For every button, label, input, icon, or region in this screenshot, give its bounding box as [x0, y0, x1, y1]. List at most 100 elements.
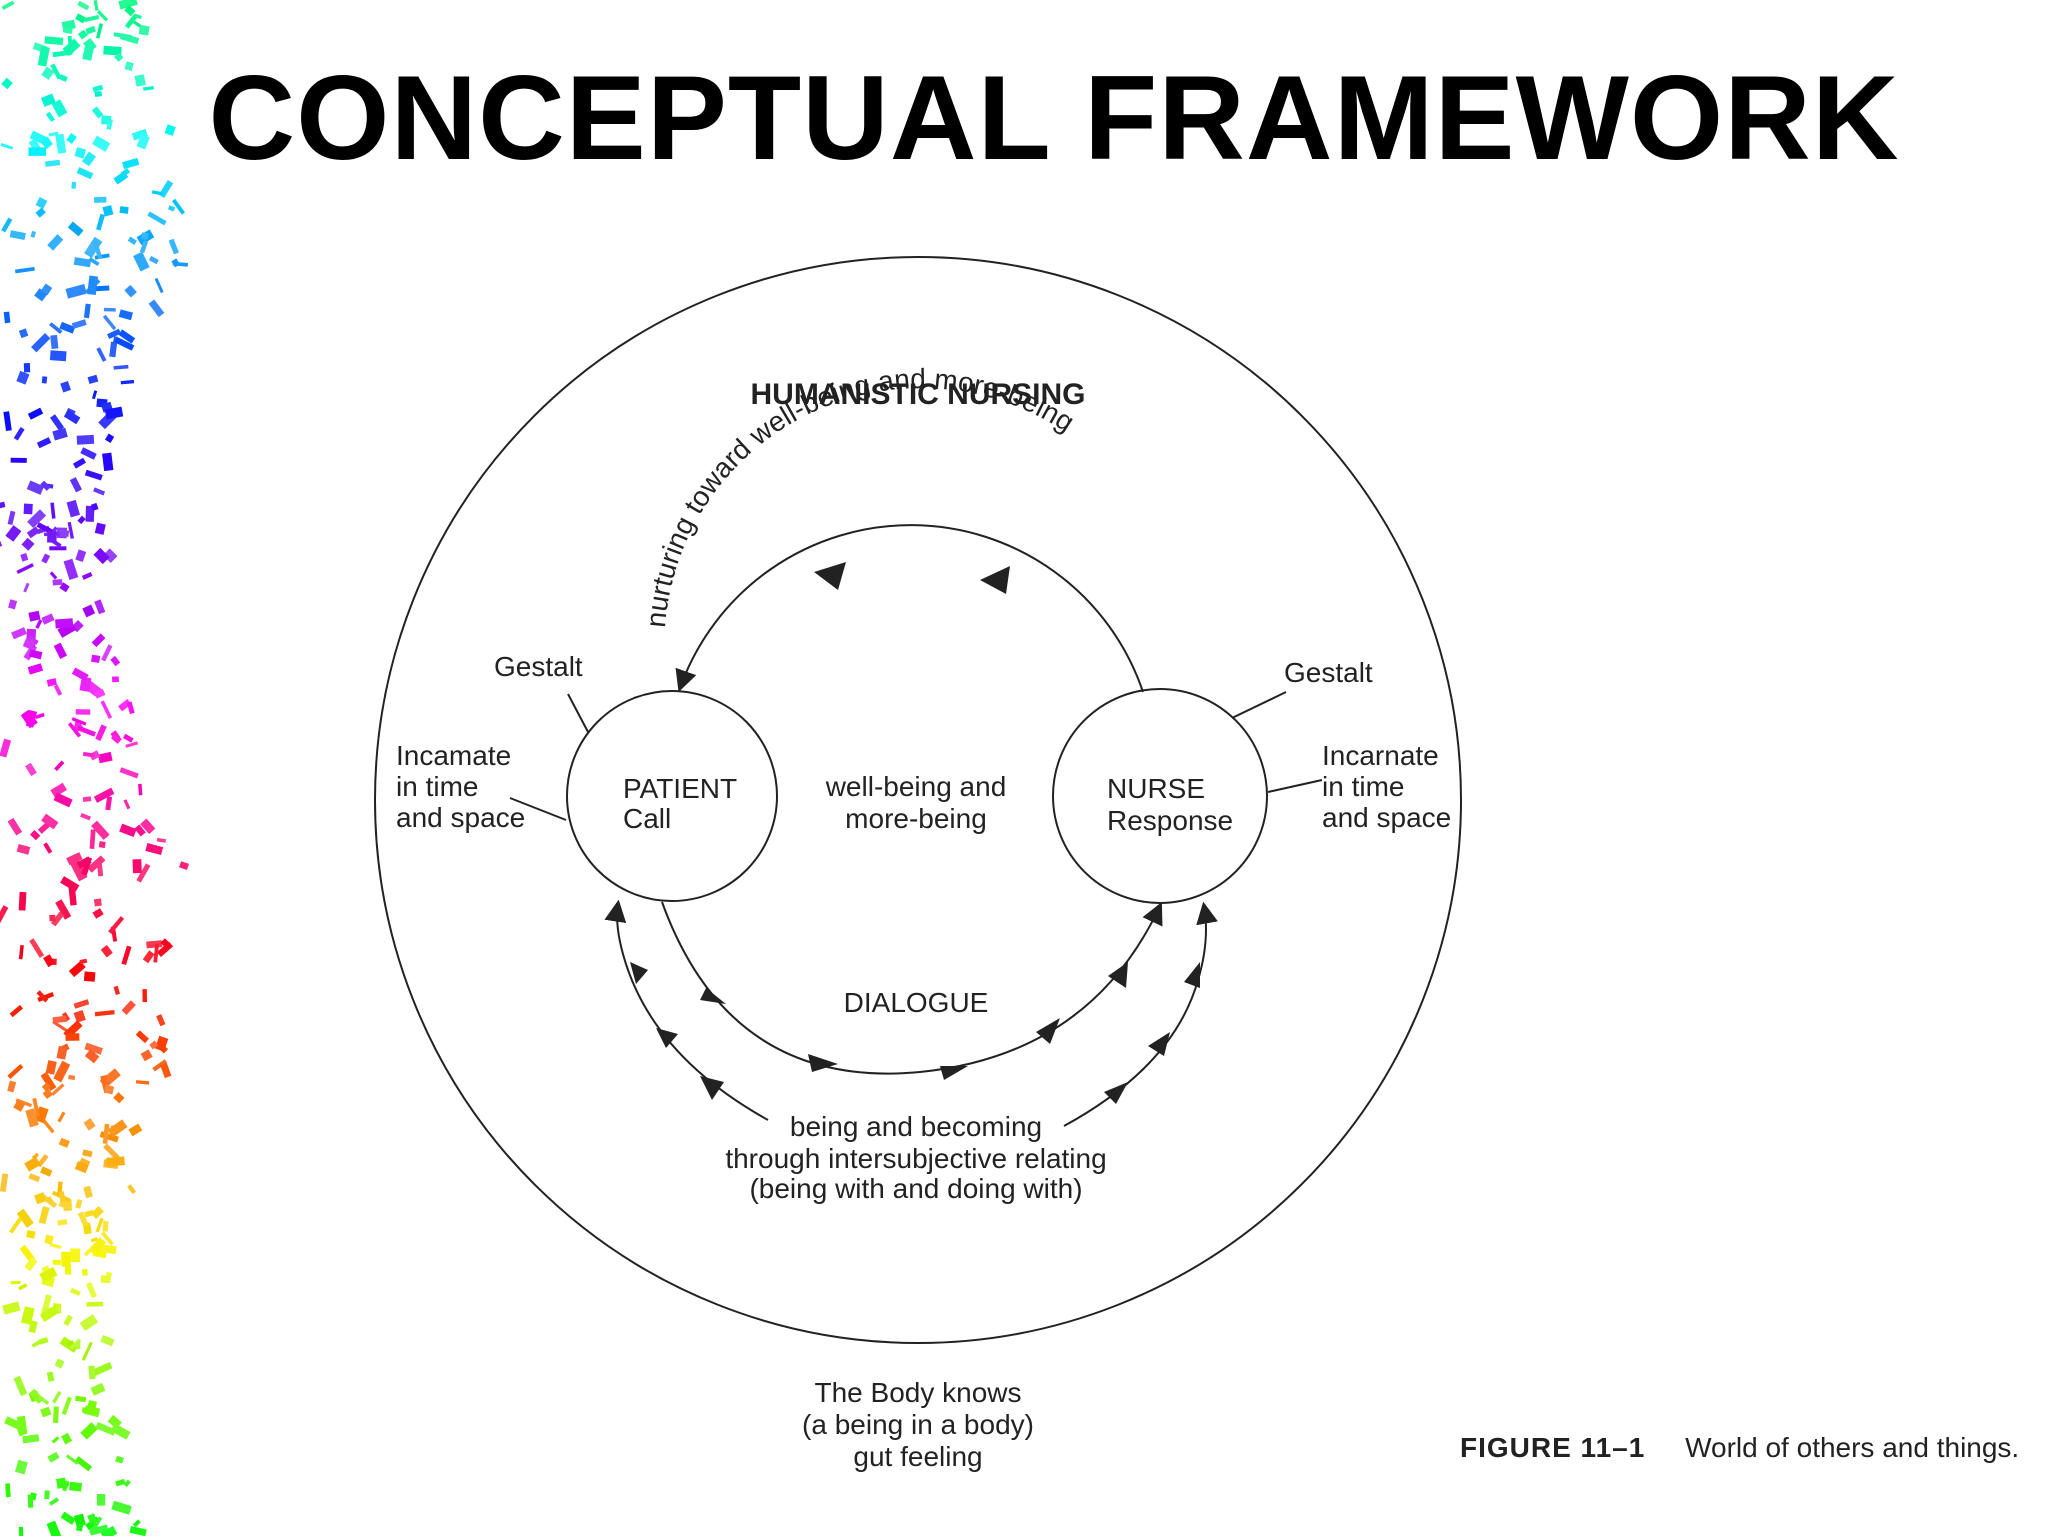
confetti-piece: [114, 336, 135, 351]
confetti-piece: [57, 1478, 70, 1491]
confetti-piece: [107, 328, 122, 339]
confetti-piece: [23, 503, 33, 515]
confetti-piece: [127, 1184, 137, 1195]
confetti-piece: [93, 898, 102, 907]
confetti-piece: [15, 1098, 33, 1108]
confetti-piece: [90, 1237, 98, 1243]
figure-caption-text: World of others and things.: [1685, 1432, 2020, 1463]
confetti-piece: [49, 322, 63, 335]
confetti-piece: [100, 945, 113, 958]
confetti-piece: [92, 390, 98, 400]
confetti-piece: [81, 856, 92, 876]
confetti-piece: [66, 132, 77, 144]
confetti-piece: [54, 1358, 65, 1369]
confetti-piece: [40, 283, 53, 296]
dialogue-arrow-head: [808, 1054, 838, 1072]
confetti-piece: [156, 837, 167, 843]
confetti-piece: [7, 817, 23, 836]
confetti-piece: [73, 257, 92, 268]
confetti-piece: [84, 1042, 103, 1055]
right-relating-arc: [1063, 901, 1218, 1127]
confetti-piece: [59, 321, 76, 334]
confetti-piece: [95, 724, 107, 742]
confetti-piece: [124, 61, 134, 72]
confetti-piece: [18, 328, 29, 339]
confetti-piece: [43, 842, 53, 854]
confetti-piece: [9, 230, 26, 240]
confetti-piece: [111, 733, 122, 744]
confetti-piece: [3, 411, 12, 432]
confetti-piece: [118, 309, 133, 321]
confetti-piece: [7, 510, 16, 526]
confetti-piece: [108, 916, 125, 934]
confetti-piece: [52, 1015, 67, 1024]
confetti-piece: [69, 477, 82, 493]
confetti-piece: [105, 796, 113, 811]
confetti-piece: [179, 861, 190, 870]
confetti-piece: [8, 599, 18, 610]
confetti-piece: [9, 1004, 23, 1018]
confetti-piece: [102, 205, 114, 217]
confetti-piece: [26, 1230, 36, 1239]
patient-call-label: Call: [623, 803, 671, 834]
body-knows-line1: The Body knows: [815, 1377, 1022, 1408]
confetti-piece: [98, 841, 106, 849]
left-relating-arc: [604, 899, 769, 1121]
confetti-piece: [89, 829, 96, 849]
confetti-piece: [94, 90, 103, 98]
confetti-piece: [93, 285, 110, 292]
confetti-piece: [96, 213, 105, 231]
confetti-piece: [37, 1395, 50, 1406]
confetti-piece: [140, 818, 156, 835]
confetti-piece: [77, 29, 88, 40]
confetti-piece: [55, 618, 74, 629]
confetti-piece: [73, 1513, 86, 1528]
confetti-piece: [76, 725, 96, 737]
confetti-piece: [149, 1040, 159, 1050]
confetti-piece: [20, 1306, 35, 1325]
confetti-piece: [84, 1209, 95, 1218]
confetti-piece: [39, 1266, 58, 1283]
confetti-piece: [168, 238, 179, 255]
left-incarnate-line1: Incamate: [396, 740, 511, 771]
confetti-piece: [103, 45, 122, 56]
confetti-piece: [128, 1123, 143, 1137]
confetti-piece: [67, 221, 84, 237]
confetti-piece: [74, 1456, 93, 1472]
confetti-piece: [52, 1259, 61, 1265]
confetti-piece: [16, 563, 34, 575]
confetti-piece: [52, 1390, 62, 1404]
confetti-piece: [84, 236, 103, 259]
confetti-piece: [86, 1400, 97, 1415]
confetti-piece: [5, 525, 22, 542]
confetti-piece: [16, 1208, 34, 1228]
nurturing-arrow-head: [980, 566, 1010, 594]
confetti-piece: [51, 1436, 60, 1444]
confetti-piece: [94, 599, 106, 615]
confetti-piece: [145, 843, 164, 856]
confetti-piece: [79, 676, 92, 692]
confetti-piece: [100, 700, 113, 719]
confetti-piece: [160, 938, 171, 949]
confetti-piece: [104, 433, 115, 443]
confetti-piece: [148, 299, 165, 318]
confetti-piece: [85, 25, 96, 35]
confetti-piece: [49, 546, 67, 551]
confetti-piece: [148, 255, 159, 265]
confetti-piece: [45, 1060, 57, 1075]
confetti-piece: [111, 1500, 132, 1515]
confetti-piece: [63, 1314, 73, 1327]
becoming-line3: (being with and doing with): [749, 1173, 1082, 1204]
confetti-piece: [90, 502, 99, 511]
confetti-piece: [113, 1092, 125, 1104]
confetti-piece: [47, 530, 57, 543]
becoming-line1: being and becoming: [790, 1111, 1042, 1142]
confetti-piece: [39, 1305, 60, 1322]
confetti-piece: [91, 1361, 113, 1377]
confetti-piece: [63, 409, 81, 425]
confetti-piece: [41, 1118, 55, 1134]
confetti-piece: [26, 635, 39, 645]
confetti-piece: [73, 999, 90, 1009]
confetti-piece: [142, 989, 148, 1003]
left-relating-arrow-head: [656, 1028, 678, 1048]
